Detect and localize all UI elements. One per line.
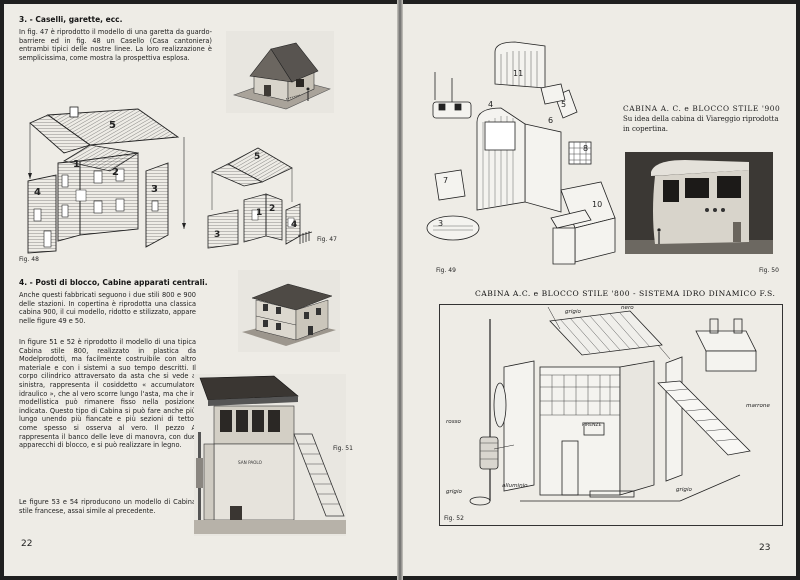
fig47-part-3: 3 bbox=[214, 230, 221, 240]
cabin-photo-small bbox=[238, 270, 340, 352]
fig48-part-3: 3 bbox=[151, 184, 158, 195]
cabin900-subtitle: Su idea della cabina di Viareggio riprod… bbox=[623, 115, 779, 133]
right-page: 11 4 5 6 7 8 3 10 Fig. 49 CABINA A. C. e… bbox=[403, 4, 796, 576]
fig50-caption: Fig. 50 bbox=[759, 267, 779, 274]
section4-text3: Le figure 53 e 54 riproducono un modello… bbox=[19, 498, 196, 515]
label-grigio-top: grigio bbox=[565, 309, 581, 315]
cabin800-title: CABINA A.C. e BLOCCO STILE '800 - SISTEM… bbox=[475, 289, 776, 298]
fig49-part-6: 6 bbox=[548, 116, 554, 125]
fig48-part-2: 2 bbox=[112, 167, 119, 178]
book-gutter bbox=[397, 0, 403, 580]
fig48-part-5: 5 bbox=[109, 120, 116, 131]
fig47-part-4: 4 bbox=[291, 220, 298, 230]
label-alluminio: alluminio bbox=[502, 483, 528, 489]
fig49-part-10: 10 bbox=[592, 200, 603, 209]
fig52-frame: grigio nero rosso marrone grigio allumin… bbox=[439, 304, 783, 526]
fig47-drawing bbox=[207, 147, 313, 249]
fig49-part-11: 11 bbox=[513, 69, 524, 78]
left-page: 3. - Caselli, garette, ecc. In fig. 47 è… bbox=[4, 4, 397, 576]
section3-heading: 3. - Caselli, garette, ecc. bbox=[19, 15, 123, 24]
fig49-drawing bbox=[426, 41, 616, 265]
fig47-caption: Fig. 47 bbox=[317, 236, 337, 243]
fig49-part-4: 4 bbox=[488, 100, 494, 109]
fig52-caption: Fig. 52 bbox=[444, 515, 464, 522]
fig49-part-7: 7 bbox=[443, 176, 449, 185]
fig48-part-4: 4 bbox=[34, 187, 41, 198]
label-grigio-bottom: grigio bbox=[676, 487, 692, 493]
fig47-part-1: 1 bbox=[256, 208, 263, 218]
fig52-sign: FIRENZE bbox=[582, 423, 602, 428]
section4-heading: 4. - Posti di blocco, Cabine apparati ce… bbox=[19, 278, 208, 287]
label-grigio-left: grigio bbox=[446, 489, 462, 495]
fig48-drawing bbox=[27, 106, 186, 254]
cabin900-title: CABINA A. C. e BLOCCO STILE '900 bbox=[623, 104, 781, 113]
fig47-part-5: 5 bbox=[254, 152, 261, 162]
label-marrone: marrone bbox=[746, 403, 770, 409]
fig51-photo: SAN PAOLO bbox=[194, 374, 346, 536]
page-number-left: 22 bbox=[21, 539, 33, 549]
fig49-caption: Fig. 49 bbox=[436, 267, 456, 274]
section4-text2: In figure 51 e 52 è riprodotto il modell… bbox=[19, 338, 196, 450]
fig49-part-8: 8 bbox=[583, 144, 589, 153]
section4-text1: Anche questi fabbricati seguono i due st… bbox=[19, 291, 196, 325]
fig51-caption: Fig. 51 bbox=[333, 445, 353, 452]
fig50-photo bbox=[625, 152, 773, 254]
fig49-part-5: 5 bbox=[561, 100, 567, 109]
label-nero: nero bbox=[621, 305, 634, 311]
fig48-caption: Fig. 48 bbox=[19, 256, 39, 263]
garetta-photo bbox=[226, 31, 334, 113]
cabin-sign: SAN PAOLO bbox=[238, 460, 262, 465]
page-number-right: 23 bbox=[759, 543, 771, 553]
label-rosso: rosso bbox=[446, 419, 461, 425]
fig48-part-1: 1 bbox=[73, 159, 80, 170]
fig49-part-3: 3 bbox=[438, 219, 444, 228]
section3-text: In fig. 47 è riprodotto il modello di un… bbox=[19, 28, 212, 62]
fig47-part-2: 2 bbox=[269, 204, 276, 214]
